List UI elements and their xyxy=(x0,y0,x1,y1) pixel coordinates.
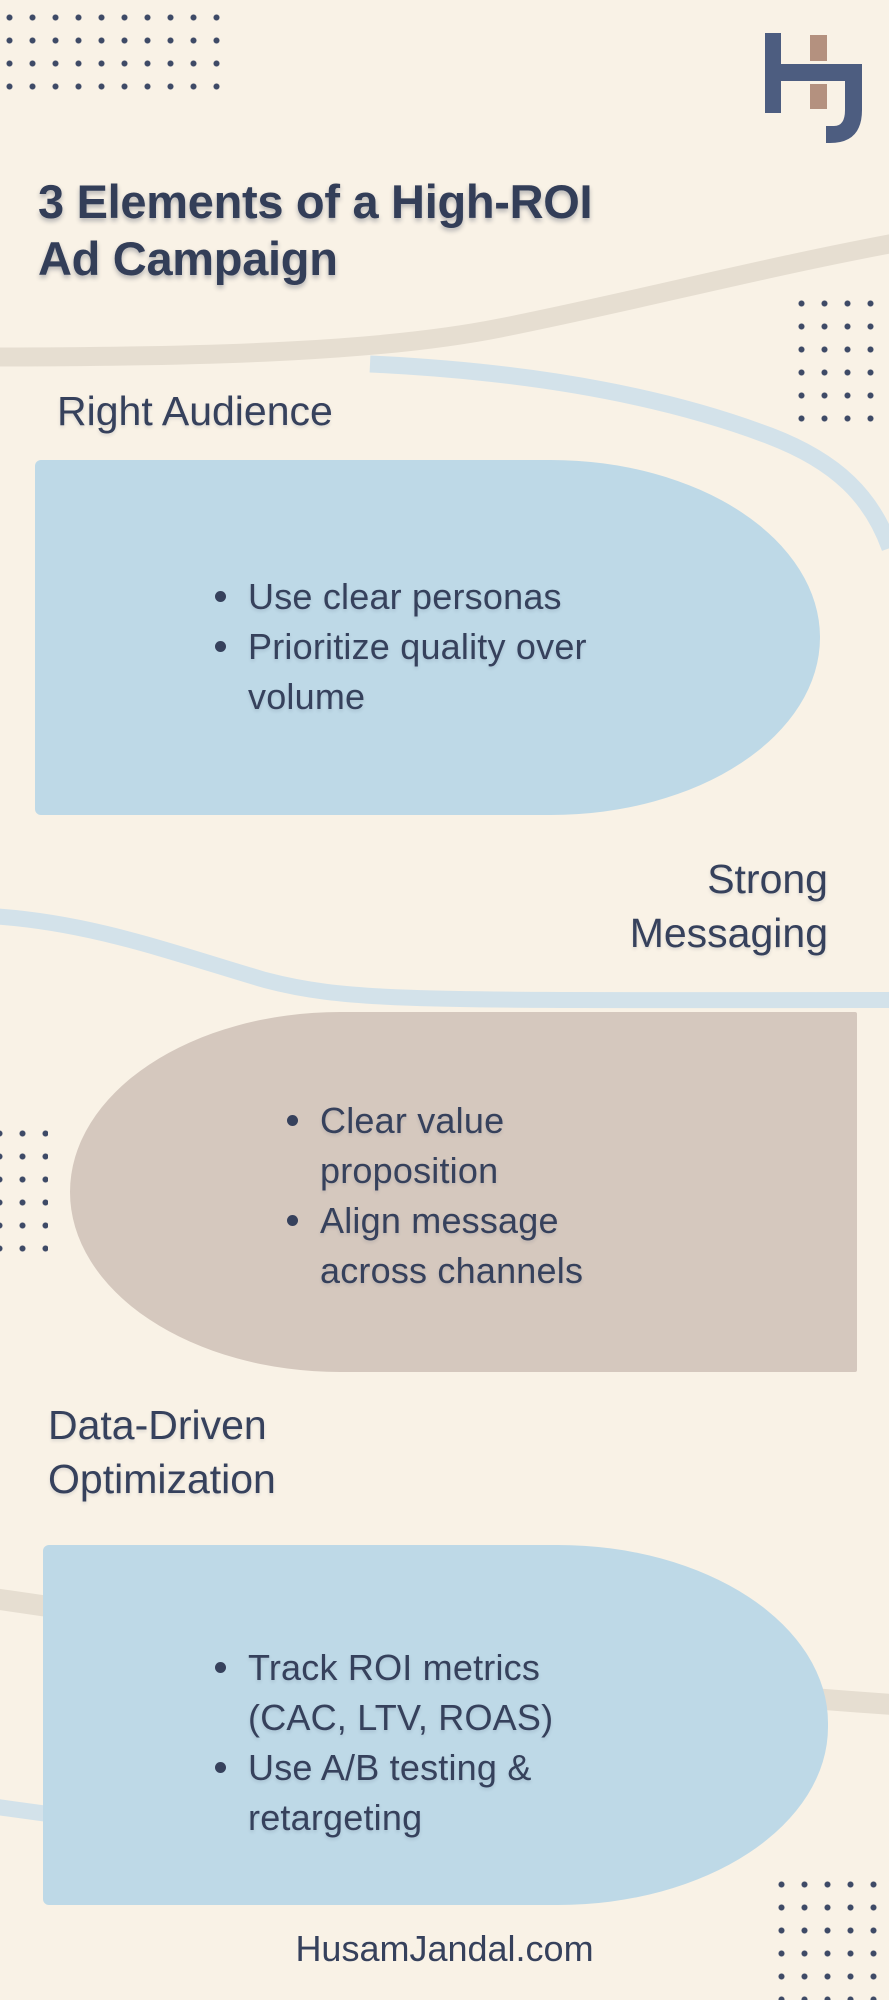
bullet-item: Use clear personas xyxy=(215,572,608,622)
bullet-item: Track ROI metrics (CAC, LTV, ROAS) xyxy=(215,1643,628,1743)
bullet-list-data-driven-optimization: Track ROI metrics (CAC, LTV, ROAS) Use A… xyxy=(215,1643,628,1843)
card-right-audience: Use clear personas Prioritize quality ov… xyxy=(35,460,820,815)
blue-wave-middle xyxy=(0,908,889,1009)
bullet-item: Prioritize quality over volume xyxy=(215,622,608,722)
dot-grid-top-left xyxy=(0,6,230,100)
card-data-driven-optimization: Track ROI metrics (CAC, LTV, ROAS) Use A… xyxy=(43,1545,828,1905)
bullet-item: Clear value proposition xyxy=(287,1096,665,1196)
section-heading-data-driven-optimization: Data-Driven Optimization xyxy=(48,1402,276,1502)
dot-grid-bottom-right xyxy=(770,1873,889,2000)
bullet-list-right-audience: Use clear personas Prioritize quality ov… xyxy=(215,572,608,722)
logo-tan-bar-bottom xyxy=(810,84,827,109)
blue-curve-top-right xyxy=(369,355,889,551)
card-strong-messaging: Clear value proposition Align message ac… xyxy=(70,1012,857,1372)
dot-grid-right-upper xyxy=(790,292,889,431)
hj-logo xyxy=(765,33,862,143)
dot-grid-left-middle xyxy=(0,1122,48,1262)
logo-crossbar xyxy=(765,64,862,81)
logo-j-hook xyxy=(826,81,862,143)
page-title: 3 Elements of a High-ROI Ad Campaign xyxy=(38,173,718,287)
page-title-line2: Ad Campaign xyxy=(38,232,338,286)
page-title-line1: 3 Elements of a High-ROI xyxy=(38,175,593,229)
bullet-list-strong-messaging: Clear value proposition Align message ac… xyxy=(287,1096,665,1296)
bullet-item: Use A/B testing & retargeting xyxy=(215,1743,628,1843)
section-heading-strong-messaging: Strong Messaging xyxy=(629,856,828,956)
section-heading-right-audience: Right Audience xyxy=(57,388,333,434)
beige-curve-top xyxy=(0,234,889,367)
website-footer: HusamJandal.com xyxy=(295,1928,594,1969)
bullet-item: Align message across channels xyxy=(287,1196,665,1296)
logo-tan-bar-top xyxy=(810,35,827,61)
